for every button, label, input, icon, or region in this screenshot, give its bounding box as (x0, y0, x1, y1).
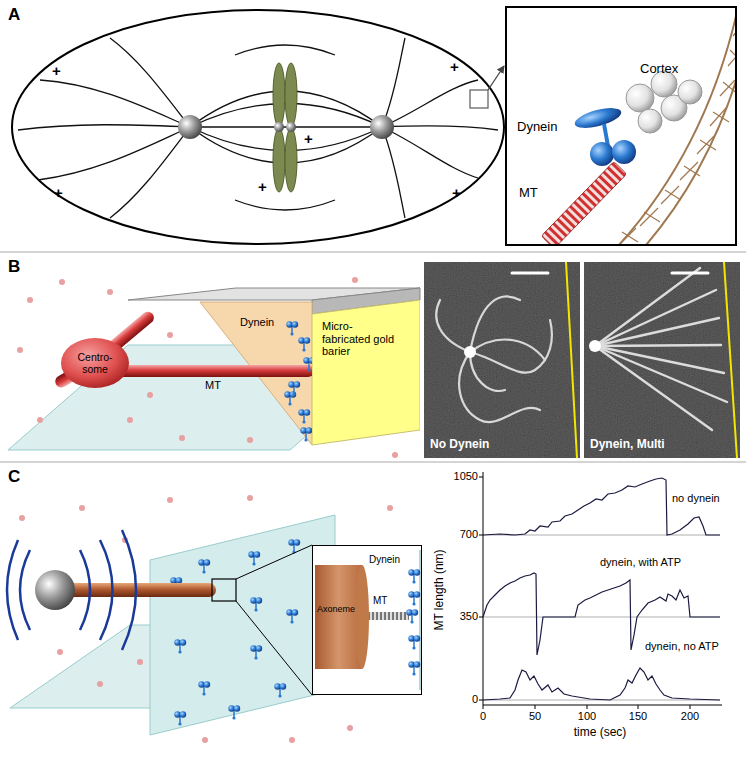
gold-barrier-outline (312, 288, 420, 446)
node-text: Centro- some (70, 351, 120, 375)
plus-end: + (258, 178, 267, 195)
node-text: MT (519, 186, 538, 201)
inset-box: CortexDyneinMT (505, 6, 737, 246)
centrosome-blob: Centro- some (60, 337, 130, 389)
plus-end: + (54, 184, 63, 201)
image-label: Dynein, Multi (590, 438, 665, 452)
node-text: Axoneme (317, 604, 355, 614)
part-label: Dynein (240, 316, 274, 329)
plus-end: + (52, 62, 61, 79)
node-text: Cortex (640, 62, 678, 77)
tick-label: 50 (529, 710, 541, 723)
axis-title: MT length (nm) (433, 549, 447, 630)
inset-box: Axoneme DyneinMT (312, 545, 422, 695)
node-text: MT (373, 595, 387, 607)
trace-label: dynein, no ATP (645, 640, 719, 653)
tick-label: 0 (480, 710, 486, 723)
plus-end: + (452, 184, 461, 201)
tick-label: 0 (472, 693, 478, 706)
tick-label: 200 (681, 710, 699, 723)
tick-label: 100 (578, 710, 596, 723)
panel-letter: B (8, 257, 20, 277)
axis-title: time (sec) (574, 726, 627, 740)
tick-label: 150 (629, 710, 647, 723)
plus-end: + (304, 130, 313, 147)
panel-letter: C (8, 467, 20, 487)
node-text: Dynein (369, 554, 400, 566)
tick-label: 1050 (454, 470, 478, 483)
tick-label: 350 (460, 610, 478, 623)
part-label: MT (205, 379, 221, 392)
node-text: Dynein (517, 120, 557, 135)
panel-letter: A (8, 5, 20, 25)
image-label: No Dynein (430, 438, 489, 452)
trace-label: no dynein (672, 492, 720, 505)
trace-label: dynein, with ATP (600, 556, 681, 569)
gold-barrier: Micro- fabricated gold barier (312, 288, 420, 446)
node-text: Micro- fabricated gold barier (322, 320, 402, 358)
tick-label: 700 (460, 528, 478, 541)
plus-end: + (450, 58, 459, 75)
